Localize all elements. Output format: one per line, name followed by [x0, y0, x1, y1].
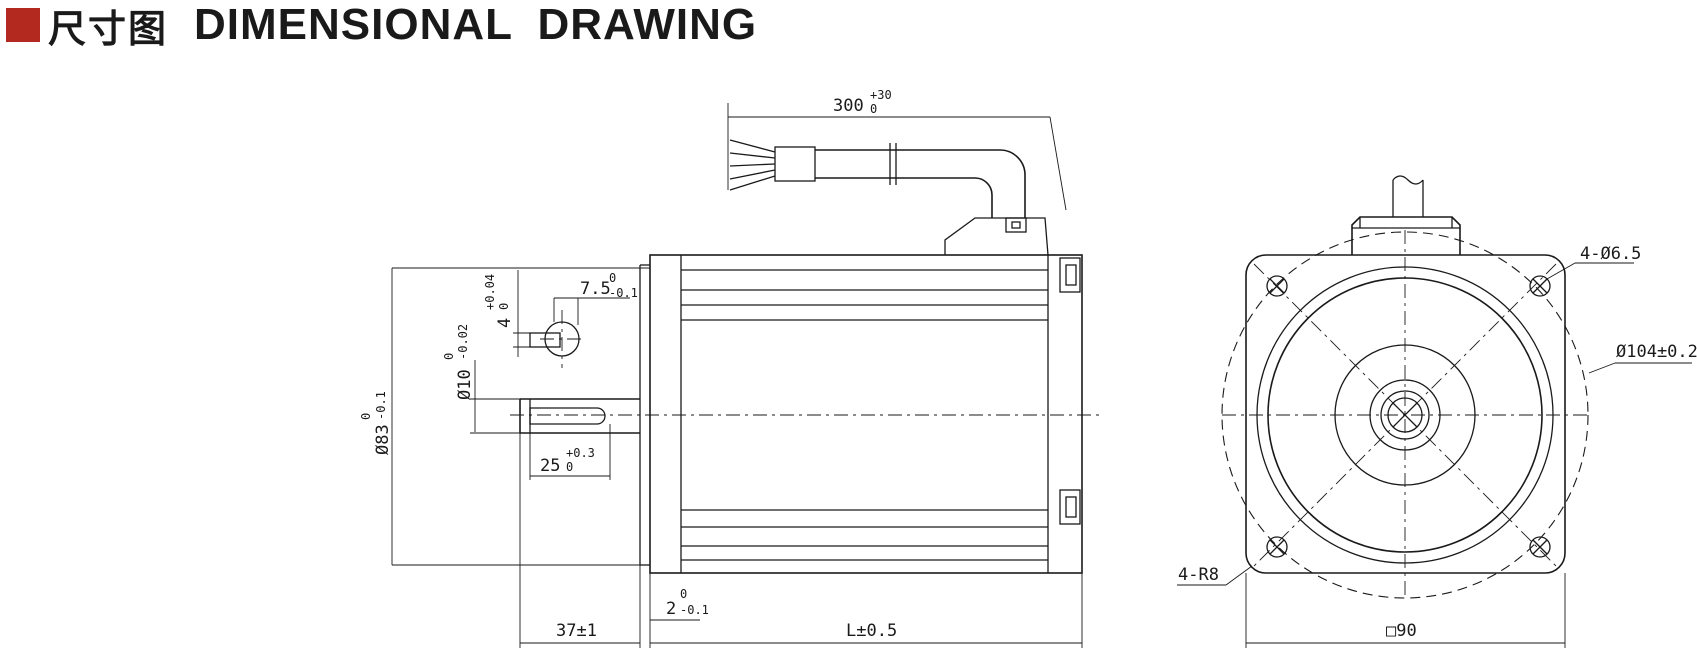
bolt-circle [1221, 231, 1589, 599]
dim-bottom-extensions [519, 433, 1083, 648]
dim-square-size: □90 [1245, 573, 1566, 648]
shaft-diameter-base: Ø10 [455, 369, 475, 400]
key-length-lower: 0 [566, 460, 573, 474]
pilot-diameter-base: Ø83 [373, 424, 393, 455]
pilot-diameter-upper: 0 [359, 413, 373, 420]
dim-bolt-circle: Ø104±0.2 [1588, 342, 1697, 374]
dim-pilot-diameter: Ø83 0 -0.1 [359, 267, 650, 566]
square-size-label: □90 [1386, 621, 1417, 641]
dim-shaft-diameter: Ø10 0 -0.02 [442, 324, 520, 434]
motor-body [639, 254, 1083, 574]
dim-key-width: 7.5 0 -0.1 [553, 271, 638, 325]
key-width-lower: -0.1 [609, 286, 638, 300]
body-length-value: L±0.5 [846, 621, 897, 641]
key-length-base: 25 [540, 456, 560, 476]
dim-flange-step: 2 0 -0.1 [650, 587, 709, 621]
bolt-circle-label: Ø104±0.2 [1616, 342, 1697, 362]
cable-length-lower: 0 [870, 102, 877, 116]
front-view: 4-Ø6.5 Ø104±0.2 4-R8 □90 [1177, 175, 1697, 648]
shaft-section-detail [529, 310, 585, 368]
dim-key-depth: 4 +0.04 0 [483, 270, 530, 357]
shaft-length-value: 37±1 [556, 621, 597, 641]
mounting-holes [1266, 275, 1551, 558]
dim-cable-length: 300 +30 0 [727, 88, 1067, 211]
drawing-header: 尺寸图 DIMENSIONAL DRAWING [6, 0, 758, 51]
key-depth-lower: 0 [497, 303, 511, 310]
mount-holes-label: 4-Ø6.5 [1580, 244, 1641, 264]
pilot-diameter-lower: -0.1 [374, 391, 388, 420]
key-depth-base: 4 [495, 318, 515, 328]
shaft [519, 398, 640, 434]
dim-key-length: 25 +0.3 0 [529, 424, 611, 480]
flange-step-base: 2 [666, 599, 676, 619]
flange-step-upper: 0 [680, 587, 687, 601]
corner-radius-label: 4-R8 [1178, 565, 1219, 585]
title-chinese: 尺寸图 [48, 6, 169, 51]
cable-assembly [729, 139, 1049, 256]
dim-corner-radius: 4-R8 [1177, 565, 1253, 586]
key-width-base: 7.5 [580, 279, 611, 299]
dim-shaft-length: 37±1 [520, 621, 640, 644]
flange-square [1245, 254, 1566, 574]
key-width-upper: 0 [609, 271, 616, 285]
title-english: DIMENSIONAL DRAWING [194, 0, 758, 49]
flange-step-lower: -0.1 [680, 603, 709, 617]
shaft-diameter-upper: 0 [442, 353, 456, 360]
cable-length-upper: +30 [870, 88, 892, 102]
side-view: 300 +30 0 7.5 0 -0.1 4 +0.04 0 Ø10 [359, 88, 1100, 648]
key-depth-upper: +0.04 [483, 274, 497, 310]
dim-mount-holes: 4-Ø6.5 [1546, 244, 1641, 280]
title-marker-square [6, 8, 40, 42]
key-length-upper: +0.3 [566, 446, 595, 460]
dim-body-length: L±0.5 [650, 621, 1082, 644]
shaft-diameter-lower: -0.02 [456, 324, 470, 360]
cable-length-base: 300 [833, 96, 864, 116]
